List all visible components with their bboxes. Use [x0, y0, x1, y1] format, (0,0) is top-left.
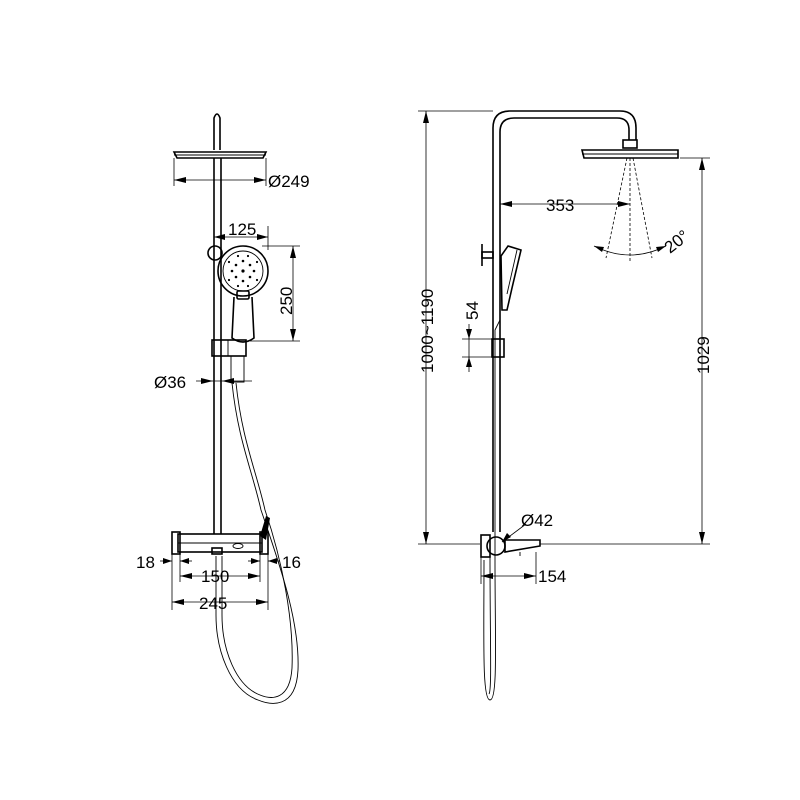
- label-projection: 154: [538, 567, 566, 586]
- hand-shower-handle: [231, 296, 255, 343]
- mixer-logo: [232, 543, 244, 549]
- dim-pipe-diameter: [196, 378, 252, 384]
- dim-hand-shower-width: [213, 222, 269, 250]
- dim-head-diameter: [173, 158, 267, 186]
- mixer-handle-side: [480, 534, 491, 558]
- riser-inner: [499, 117, 630, 532]
- dim-total-height: [540, 157, 710, 545]
- label-hand-shower-height: 250: [277, 287, 296, 315]
- dim-centers: [180, 573, 260, 579]
- hand-shower-side: [500, 245, 522, 311]
- hand-shower-nozzles: [227, 254, 259, 288]
- hose-connector: [230, 356, 245, 383]
- slider-bracket: [211, 339, 247, 357]
- hand-shower-head: [217, 245, 269, 297]
- shower-arm-top: [213, 113, 221, 150]
- label-hand-shower-width: 125: [228, 220, 256, 239]
- dim-hand-shower-height: [250, 245, 300, 342]
- label-offset-left: 18: [136, 553, 155, 572]
- head-swivel: [622, 139, 638, 149]
- label-reach: 353: [546, 196, 574, 215]
- label-holder-height: 54: [463, 301, 482, 320]
- hand-shower-button: [236, 290, 250, 300]
- spray-line-right: [632, 157, 653, 259]
- label-pipe-diameter: Ø36: [154, 373, 186, 392]
- spray-line-left: [605, 157, 628, 259]
- head-shower-side: [580, 149, 679, 159]
- label-head-diameter: Ø249: [268, 172, 310, 191]
- dim-adjustable-height: [418, 110, 493, 545]
- label-spray-angle: 20°: [661, 226, 693, 257]
- front-view: Ø249 125 250 Ø36: [136, 113, 310, 704]
- mixer-lever: [260, 516, 270, 540]
- dim-reach: [500, 201, 630, 207]
- hose-outer: [215, 382, 299, 704]
- label-offset-right: 16: [282, 553, 301, 572]
- slider-bracket-side: [491, 338, 505, 358]
- label-adjustable-height: 1000~1190: [418, 289, 437, 373]
- mixer-outlet: [211, 547, 223, 555]
- label-outlet-diameter: Ø42: [521, 511, 553, 530]
- dim-outlet-diameter: [501, 523, 527, 543]
- dim-projection: [480, 552, 537, 584]
- dim-overall-width: [172, 599, 268, 605]
- hose-inner: [221, 382, 293, 698]
- mixer-cap-left: [171, 531, 181, 555]
- holder-stem: [481, 251, 494, 259]
- dim-offsets: [160, 554, 280, 610]
- spout-side: [504, 539, 541, 553]
- hose-side-outer: [483, 302, 501, 701]
- riser-outer: [492, 110, 637, 532]
- label-centers: 150: [201, 567, 229, 586]
- label-total-height: 1029: [694, 336, 713, 374]
- dim-holder-height: [462, 324, 492, 372]
- side-view: 20° 353 54: [418, 110, 713, 701]
- holder-knob: [207, 245, 223, 261]
- head-shower: [172, 151, 268, 159]
- label-overall-width: 245: [199, 594, 227, 613]
- hose-side-inner: [488, 555, 492, 695]
